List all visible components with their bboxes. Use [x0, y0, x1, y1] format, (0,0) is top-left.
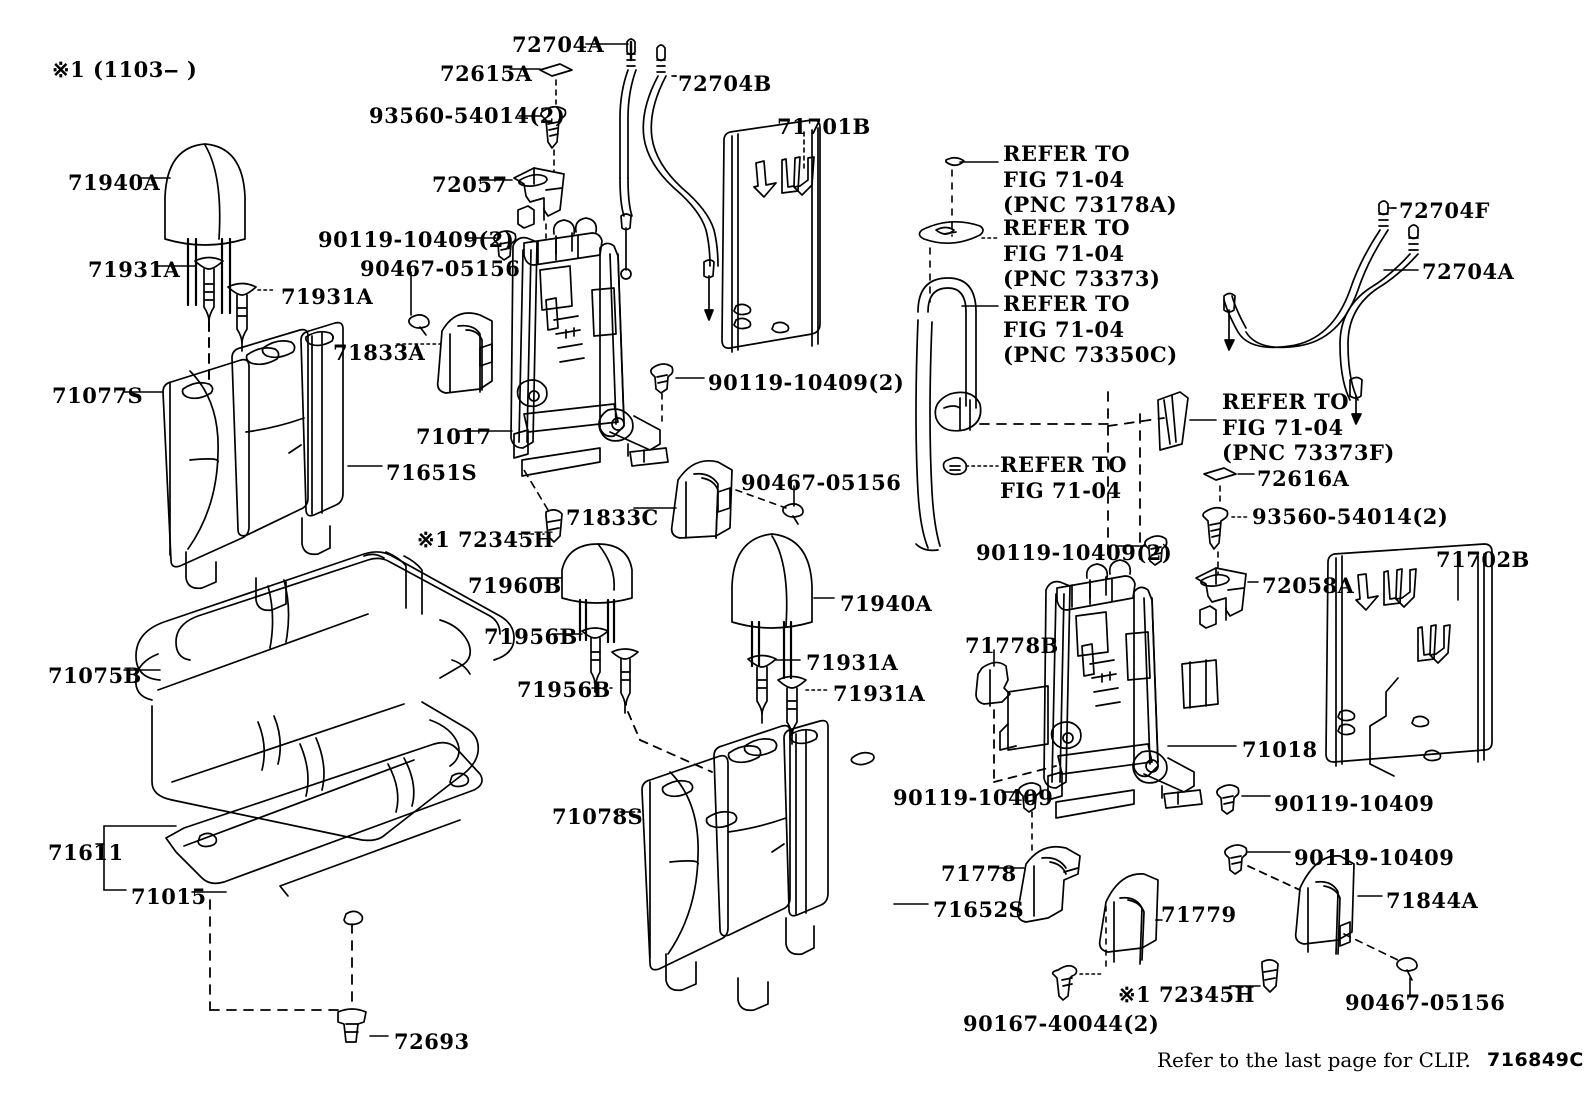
part-label-72345h-2: ※1 72345H: [1118, 982, 1255, 1007]
screw-93560-54014-right: [1202, 506, 1229, 550]
cover-71778: [1016, 845, 1081, 923]
part-label-93560-54014-right: 93560-54014(2): [1252, 504, 1449, 529]
part-label-71018: 71018: [1242, 737, 1318, 762]
refer-marker-73178a: [945, 156, 999, 237]
refer-marker-73350c-seatbelt: [915, 277, 999, 552]
clip-72345h-right: [1261, 959, 1279, 993]
part-label-93560-54014-top: 93560-54014(2): [369, 103, 566, 128]
seatback-assembly-center-bottom: [641, 719, 875, 1012]
part-label-72345h-1: ※1 72345H: [417, 527, 554, 552]
refer-label-73178a: REFER TO FIG 71-04 (PNC 73178A): [1003, 141, 1178, 218]
part-label-72693: 72693: [394, 1029, 470, 1054]
part-label-71077s: 71077S: [52, 383, 144, 408]
part-label-71931a-2: 71931A: [281, 284, 374, 309]
refer-label-73373f: REFER TO FIG 71-04 (PNC 73373F): [1222, 389, 1395, 466]
screw-90119-10409-r3: [1216, 784, 1240, 815]
part-label-71017: 71017: [416, 424, 492, 449]
part-label-71701b: 71701B: [777, 114, 871, 139]
cable-72704a-top: [619, 38, 637, 280]
refer-label-73350c: REFER TO FIG 71-04 (PNC 73350C): [1003, 291, 1178, 368]
clip-90467-05156-center: [782, 503, 804, 525]
figure-number: 716849C: [1487, 1049, 1584, 1071]
part-label-71778: 71778: [941, 861, 1017, 886]
part-label-72616a: 72616A: [1257, 466, 1350, 491]
part-label-71779: 71779: [1161, 902, 1237, 927]
note-date-label: ※1 (1103‒ ): [52, 57, 198, 82]
bracket-72058a: [1195, 567, 1247, 629]
part-label-90119-10409-3: 90119-10409(2): [976, 540, 1173, 565]
part-label-71833c: 71833C: [566, 505, 659, 530]
screw-90167-40044: [1051, 964, 1078, 1001]
part-label-90467-05156-3: 90467-05156: [1345, 990, 1506, 1015]
part-label-90467-05156-2: 90467-05156: [741, 470, 902, 495]
clip-footer-note: Refer to the last page for CLIP.: [1157, 1048, 1471, 1072]
refer-marker-73373: [918, 221, 999, 303]
part-label-72058a: 72058A: [1262, 573, 1355, 598]
refer-label-73373: REFER TO FIG 71-04 (PNC 73373): [1003, 215, 1161, 292]
clip-72615a: [539, 63, 573, 77]
part-label-71611: 71611: [48, 840, 124, 865]
bolt-71931a-left-1: [194, 256, 224, 332]
part-label-71015: 71015: [131, 884, 207, 909]
part-label-90167-40044: 90167-40044(2): [963, 1011, 1160, 1036]
headrest-71940a-upper-left: [164, 143, 246, 315]
part-label-71075b: 71075B: [48, 663, 142, 688]
part-label-71931a-3: 71931A: [806, 650, 899, 675]
clip-72693: [337, 1008, 367, 1043]
part-label-71940a-1: 71940A: [68, 170, 161, 195]
part-label-90119-10409-1: 90119-10409(2): [318, 227, 515, 252]
clip-72616a: [1203, 467, 1237, 481]
part-label-72057: 72057: [432, 172, 508, 197]
bolt-71931a-left-2: [227, 282, 257, 352]
refer-label-7104: REFER TO FIG 71-04: [1000, 452, 1128, 503]
part-label-90119-10409-5: 90119-10409: [1274, 791, 1435, 816]
seatback-assembly-left: [162, 321, 344, 612]
part-label-71960b: 71960B: [468, 573, 562, 598]
seatback-frame-71018: [999, 559, 1219, 819]
seat-cushion-assembly-71075b: [134, 551, 515, 926]
clip-90467-05156-right: [1396, 957, 1418, 981]
cable-72704f: [1223, 200, 1389, 351]
part-label-72704a-top: 72704A: [512, 32, 605, 57]
part-label-72704b: 72704B: [678, 71, 772, 96]
part-label-90467-05156-1: 90467-05156: [360, 256, 521, 281]
bracket-72057: [513, 167, 565, 229]
part-label-71702b: 71702B: [1436, 547, 1530, 572]
part-label-71956b-1: 71956B: [484, 624, 578, 649]
bolt-71931a-c2: [777, 675, 807, 745]
seatback-board-71701b: [721, 119, 821, 353]
part-label-71956b-2: 71956B: [517, 677, 611, 702]
part-label-71652s: 71652S: [933, 897, 1025, 922]
part-label-71931a-1: 71931A: [88, 257, 181, 282]
screw-90119-10409-r4: [1224, 844, 1248, 875]
part-label-72615a: 72615A: [440, 61, 533, 86]
part-label-71931a-4: 71931A: [833, 681, 926, 706]
part-label-71844a: 71844A: [1386, 888, 1479, 913]
part-label-90119-10409-4: 90119-10409: [893, 785, 1054, 810]
part-label-90119-10409-6: 90119-10409: [1294, 845, 1455, 870]
refer-marker-73373f: [1157, 391, 1217, 451]
cover-71779: [1098, 873, 1159, 965]
clip-71778b: [975, 661, 1011, 707]
headrest-71940a-center: [731, 533, 813, 680]
screw-90119-10409-frame-right: [650, 363, 674, 394]
part-label-90119-10409-2: 90119-10409(2): [708, 370, 905, 395]
part-label-71940a-2: 71940A: [840, 591, 933, 616]
part-label-71833a: 71833A: [333, 340, 426, 365]
clip-90467-05156-left: [408, 314, 430, 336]
part-label-71078s: 71078S: [552, 804, 644, 829]
part-label-72704f: 72704F: [1399, 198, 1490, 223]
cover-71833a: [436, 312, 493, 394]
bolt-71956b-2: [611, 648, 639, 714]
bolt-71931a-c1: [747, 654, 777, 724]
part-label-71778b: 71778B: [965, 633, 1059, 658]
seatback-frame-71017: [510, 217, 669, 477]
cover-71833c: [670, 460, 733, 539]
part-label-71651s: 71651S: [386, 460, 478, 485]
part-label-72704a-right: 72704A: [1422, 259, 1515, 284]
